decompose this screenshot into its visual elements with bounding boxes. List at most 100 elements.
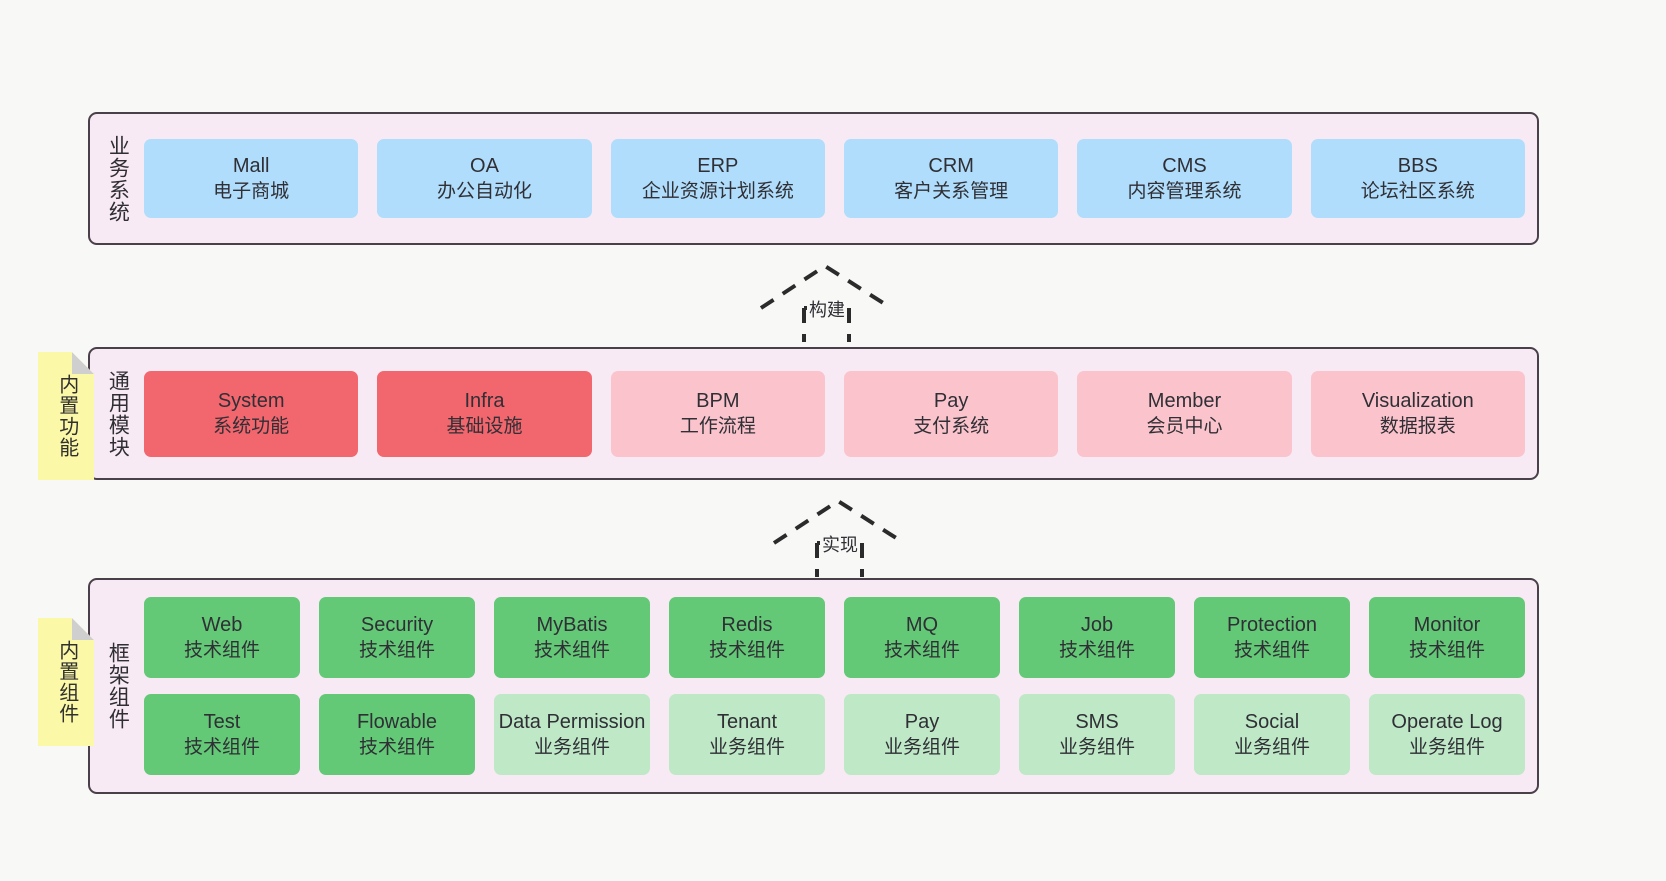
sticky-note-builtin-component: 内置组件 (38, 618, 94, 746)
card-subtitle: 技术组件 (183, 737, 260, 759)
card-subtitle: 工作流程 (679, 416, 756, 438)
card-bpm[interactable]: BPM 工作流程 (610, 370, 825, 457)
card-title: Data Permission (498, 710, 646, 733)
card-title: Flowable (356, 710, 438, 733)
card-subtitle: 技术组件 (1233, 640, 1310, 662)
card-subtitle: 办公自动化 (436, 181, 532, 203)
card-title: Tenant (716, 710, 778, 733)
card-subtitle: 数据报表 (1379, 416, 1456, 438)
layer-business-systems: 业务系统 Mall 电子商城 OA 办公自动化 ERP 企业资源计划系统 CRM… (88, 112, 1539, 245)
card-row: Web 技术组件 Security 技术组件 MyBatis 技术组件 Redi… (144, 597, 1525, 678)
card-pay-module[interactable]: Pay 支付系统 (843, 370, 1059, 457)
card-title: Web (201, 613, 243, 636)
sticky-note-label: 内置组件 (55, 640, 78, 724)
card-subtitle: 技术组件 (183, 640, 260, 662)
card-title: BPM (696, 389, 740, 412)
card-data-permission[interactable]: Data Permission 业务组件 (494, 694, 650, 775)
card-row: Test 技术组件 Flowable 技术组件 Data Permission … (144, 694, 1525, 775)
sticky-note-label: 内置功能 (55, 374, 78, 458)
card-web[interactable]: Web 技术组件 (144, 597, 300, 678)
connector-label-implement: 实现 (820, 531, 860, 557)
card-subtitle: 企业资源计划系统 (641, 181, 794, 203)
card-title: Monitor (1413, 613, 1481, 636)
card-subtitle: 支付系统 (913, 416, 990, 438)
card-erp[interactable]: ERP 企业资源计划系统 (610, 139, 825, 218)
card-subtitle: 系统功能 (213, 416, 290, 438)
card-subtitle: 技术组件 (358, 640, 435, 662)
connector-implement: 实现 (770, 495, 910, 577)
connector-label-build: 构建 (807, 296, 847, 322)
card-title: Operate Log (1391, 710, 1503, 733)
card-security[interactable]: Security 技术组件 (319, 597, 475, 678)
card-member[interactable]: Member 会员中心 (1077, 370, 1292, 457)
card-protection[interactable]: Protection 技术组件 (1194, 597, 1350, 678)
card-crm[interactable]: CRM 客户关系管理 (843, 139, 1059, 218)
card-subtitle: 业务组件 (1058, 737, 1135, 759)
card-subtitle: 论坛社区系统 (1360, 181, 1475, 203)
card-title: Job (1080, 613, 1114, 636)
card-flowable[interactable]: Flowable 技术组件 (319, 694, 475, 775)
layer-body-business-systems: Mall 电子商城 OA 办公自动化 ERP 企业资源计划系统 CRM 客户关系… (144, 114, 1537, 243)
card-subtitle: 技术组件 (358, 737, 435, 759)
card-subtitle: 基础设施 (446, 416, 523, 438)
layer-title-framework-components: 框架组件 (106, 642, 130, 730)
card-subtitle: 业务组件 (1233, 737, 1310, 759)
card-subtitle: 业务组件 (533, 737, 610, 759)
card-subtitle: 技术组件 (1408, 640, 1485, 662)
card-title: ERP (697, 154, 739, 177)
card-subtitle: 业务组件 (708, 737, 785, 759)
card-subtitle: 技术组件 (533, 640, 610, 662)
sticky-note-builtin-function: 内置功能 (38, 352, 94, 480)
card-oa[interactable]: OA 办公自动化 (377, 139, 592, 218)
card-title: Pay (933, 389, 969, 412)
card-operate-log[interactable]: Operate Log 业务组件 (1369, 694, 1525, 775)
card-title: Mall (232, 154, 270, 177)
card-monitor[interactable]: Monitor 技术组件 (1369, 597, 1525, 678)
card-subtitle: 业务组件 (883, 737, 960, 759)
card-infra[interactable]: Infra 基础设施 (377, 370, 592, 457)
card-row: Mall 电子商城 OA 办公自动化 ERP 企业资源计划系统 CRM 客户关系… (144, 139, 1525, 218)
layer-title-business-systems: 业务系统 (106, 134, 130, 223)
card-subtitle: 会员中心 (1146, 416, 1223, 438)
card-title: CMS (1162, 154, 1207, 177)
card-subtitle: 技术组件 (883, 640, 960, 662)
card-bbs[interactable]: BBS 论坛社区系统 (1310, 139, 1525, 218)
card-title: CRM (928, 154, 974, 177)
card-title: MyBatis (536, 613, 608, 636)
card-subtitle: 技术组件 (1058, 640, 1135, 662)
card-sms[interactable]: SMS 业务组件 (1019, 694, 1175, 775)
card-job[interactable]: Job 技术组件 (1019, 597, 1175, 678)
card-title: BBS (1397, 154, 1438, 177)
card-title: Visualization (1361, 389, 1474, 412)
layer-framework-components: 框架组件 Web 技术组件 Security 技术组件 MyBatis 技术组件… (88, 578, 1539, 794)
card-title: Social (1244, 710, 1300, 733)
card-mall[interactable]: Mall 电子商城 (144, 139, 359, 218)
layer-body-common-modules: System 系统功能 Infra 基础设施 BPM 工作流程 Pay 支付系统… (144, 349, 1537, 478)
card-mybatis[interactable]: MyBatis 技术组件 (494, 597, 650, 678)
layer-body-framework-components: Web 技术组件 Security 技术组件 MyBatis 技术组件 Redi… (144, 580, 1537, 792)
card-tenant[interactable]: Tenant 业务组件 (669, 694, 825, 775)
card-row: System 系统功能 Infra 基础设施 BPM 工作流程 Pay 支付系统… (144, 370, 1525, 457)
card-subtitle: 电子商城 (213, 181, 290, 203)
card-visualization[interactable]: Visualization 数据报表 (1310, 370, 1525, 457)
card-title: Infra (464, 389, 505, 412)
card-title: MQ (905, 613, 939, 636)
card-subtitle: 技术组件 (708, 640, 785, 662)
card-title: Pay (904, 710, 940, 733)
card-title: OA (470, 154, 499, 177)
connector-build: 构建 (757, 260, 897, 342)
card-test[interactable]: Test 技术组件 (144, 694, 300, 775)
card-title: Protection (1226, 613, 1318, 636)
card-title: Member (1147, 389, 1222, 412)
card-cms[interactable]: CMS 内容管理系统 (1077, 139, 1292, 218)
card-pay-component[interactable]: Pay 业务组件 (844, 694, 1000, 775)
card-social[interactable]: Social 业务组件 (1194, 694, 1350, 775)
card-system[interactable]: System 系统功能 (144, 370, 359, 457)
card-redis[interactable]: Redis 技术组件 (669, 597, 825, 678)
layer-title-common-modules: 通用模块 (106, 369, 130, 458)
layer-common-modules: 通用模块 System 系统功能 Infra 基础设施 BPM 工作流程 Pay… (88, 347, 1539, 480)
card-title: Test (203, 710, 241, 733)
card-title: Security (360, 613, 434, 636)
card-mq[interactable]: MQ 技术组件 (844, 597, 1000, 678)
